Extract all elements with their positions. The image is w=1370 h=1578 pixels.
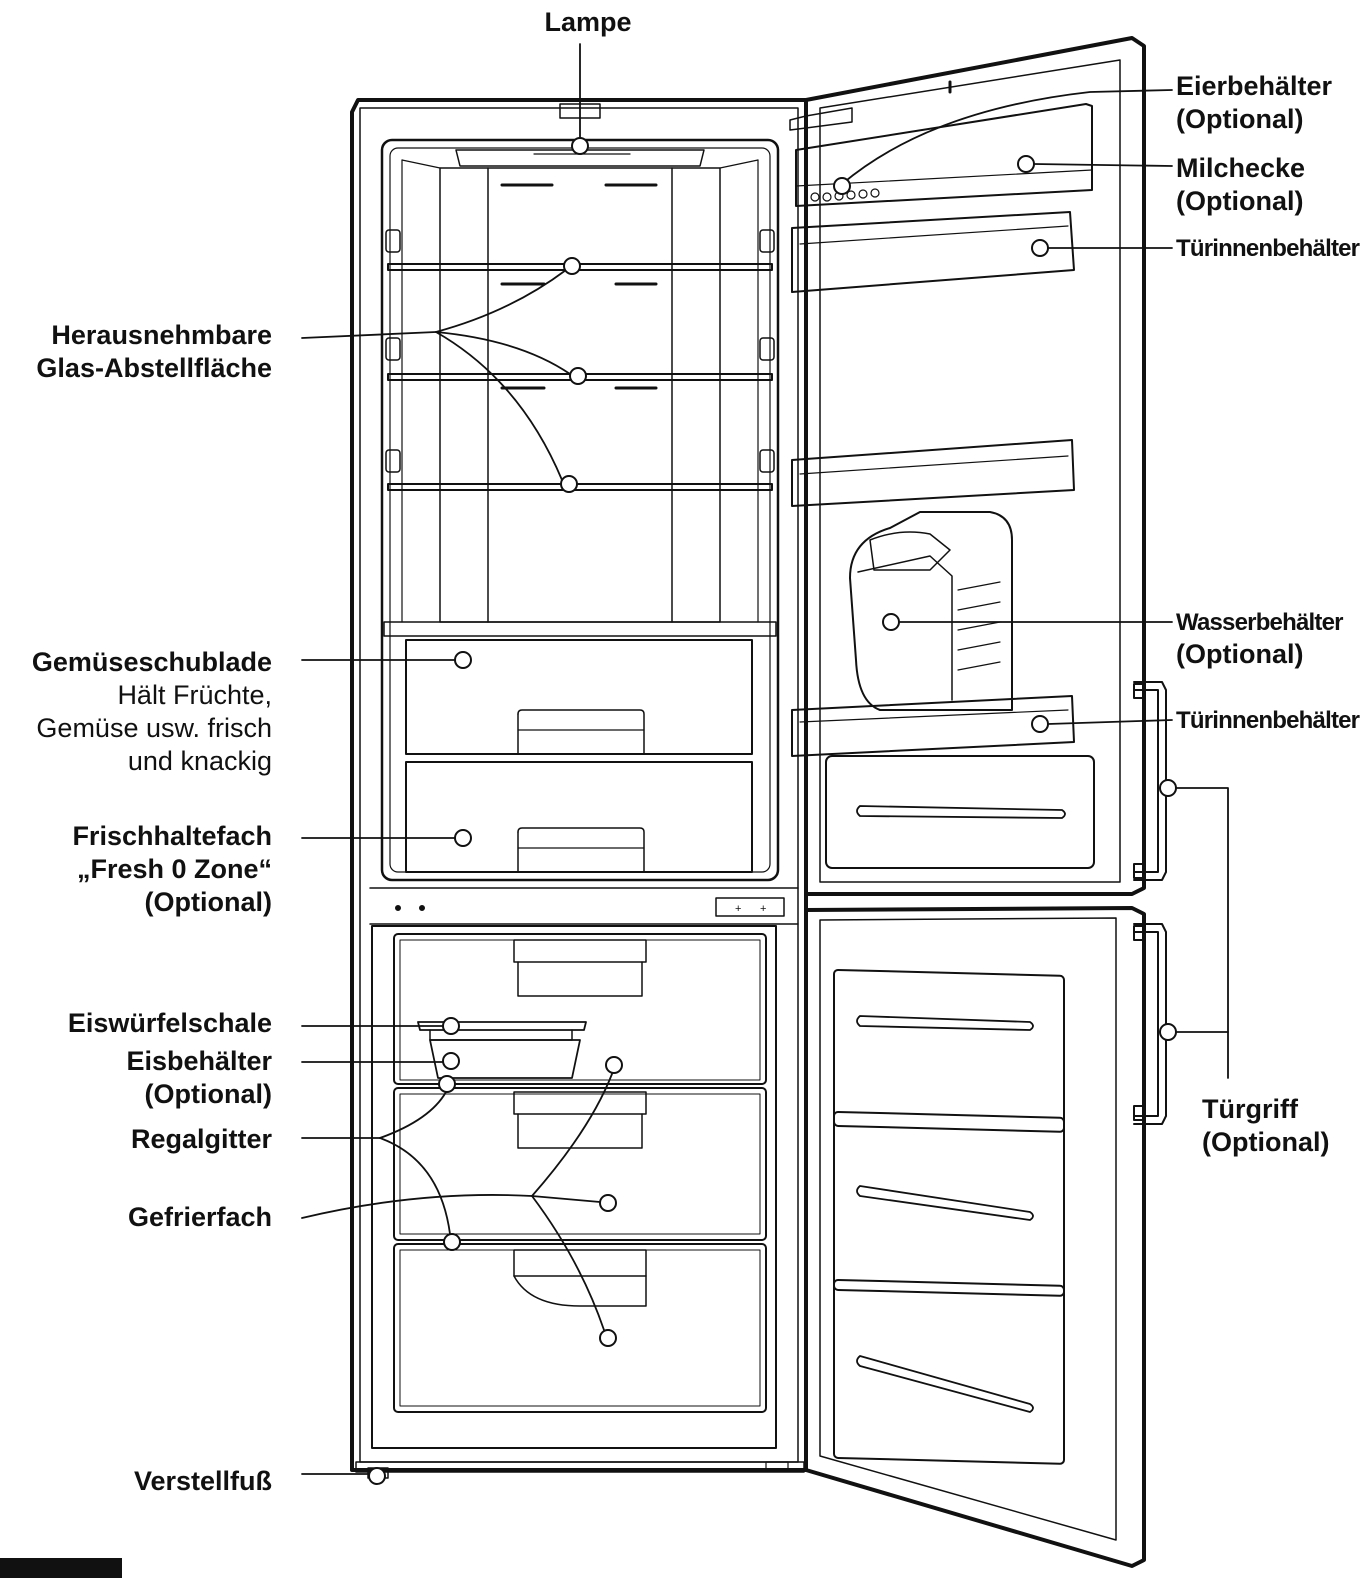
fridge-cabinet: + + xyxy=(350,98,808,1479)
label-lampe: Lampe xyxy=(544,7,632,37)
label-tuergriff: Türgriff xyxy=(1202,1094,1298,1124)
label-frischhaltefach-line2: „Fresh 0 Zone“ xyxy=(76,854,272,884)
label-glas-line2: Glas-Abstellfläche xyxy=(36,353,272,383)
leader-lines xyxy=(301,43,1229,1475)
label-gefrierfach: Gefrierfach xyxy=(127,1202,272,1232)
callout-dot-wasser xyxy=(882,613,900,631)
callout-dot-gefrier-2 xyxy=(599,1194,617,1212)
callout-dot-regal-1 xyxy=(438,1075,456,1093)
label-glas-line1: Herausnehmbare xyxy=(51,320,272,350)
callout-dot-milchecke xyxy=(1017,155,1035,173)
callout-dot-lampe xyxy=(571,137,589,155)
label-eisbehaelter: Eisbehälter xyxy=(126,1046,272,1076)
label-wasserbehaelter: Wasserbehälter xyxy=(1176,609,1343,636)
label-frischhaltefach-optional: (Optional) xyxy=(144,887,272,917)
label-gemuese-desc3: und knackig xyxy=(127,746,272,776)
callout-dot-tuerinnen-unten xyxy=(1031,715,1049,733)
label-eiswuerfelschale: Eiswürfelschale xyxy=(67,1008,272,1038)
door-handles xyxy=(1133,681,1167,1125)
callout-dot-regal-2 xyxy=(443,1233,461,1251)
label-eierbehaelter-optional: (Optional) xyxy=(1176,104,1304,134)
label-gemuese-desc2: Gemüse usw. frisch xyxy=(36,713,272,743)
callout-dot-eisbehaelter xyxy=(442,1052,460,1070)
label-frischhaltefach-line1: Frischhaltefach xyxy=(72,821,272,851)
callout-dot-frisch xyxy=(454,829,472,847)
label-gemueseschublade: Gemüseschublade xyxy=(31,647,272,677)
callout-dot-eierbehaelter xyxy=(833,177,851,195)
callout-dot-gefrier-1 xyxy=(605,1056,623,1074)
label-tuergriff-optional: (Optional) xyxy=(1202,1127,1330,1157)
label-tuerinnenbehaelter-oben: Türinnenbehälter xyxy=(1176,235,1360,262)
label-verstellfuss: Verstellfuß xyxy=(133,1466,272,1496)
svg-text:+: + xyxy=(735,903,741,915)
callout-dot-tuerinnen-oben xyxy=(1031,239,1049,257)
callout-dots xyxy=(368,137,1177,1485)
callout-dot-glas-1 xyxy=(563,257,581,275)
freezer-door xyxy=(804,906,1146,1568)
callout-dot-gemuese xyxy=(454,651,472,669)
label-eierbehaelter: Eierbehälter xyxy=(1176,71,1333,101)
label-regalgitter: Regalgitter xyxy=(130,1124,272,1154)
label-wasserbehaelter-optional: (Optional) xyxy=(1176,639,1304,669)
label-milchecke-optional: (Optional) xyxy=(1176,186,1304,216)
callout-dot-verstellfuss xyxy=(368,1467,386,1485)
page-corner-bar xyxy=(0,1558,122,1578)
label-gemuese-desc1: Hält Früchte, xyxy=(117,680,272,710)
callout-dot-griff-2 xyxy=(1159,1023,1177,1041)
label-tuerinnenbehaelter-unten: Türinnenbehälter xyxy=(1176,707,1360,734)
callout-dot-griff-1 xyxy=(1159,779,1177,797)
callout-dot-eiswuerfel xyxy=(442,1017,460,1035)
svg-text:+: + xyxy=(760,903,766,915)
callout-dot-gefrier-3 xyxy=(599,1329,617,1347)
fridge-door xyxy=(789,36,1146,896)
callout-dot-glas-3 xyxy=(560,475,578,493)
callout-dot-glas-2 xyxy=(569,367,587,385)
label-eisbehaelter-optional: (Optional) xyxy=(144,1079,272,1109)
label-milchecke: Milchecke xyxy=(1176,153,1306,183)
